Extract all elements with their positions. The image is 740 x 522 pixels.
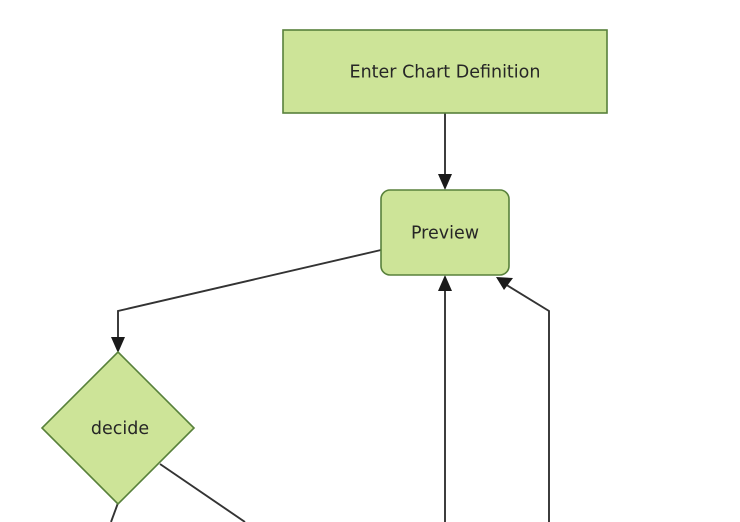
edge-line [504, 283, 550, 522]
node-decide[interactable]: decide [40, 350, 196, 506]
edge-line [110, 502, 119, 522]
arrowhead-icon [438, 275, 452, 291]
edge-into-preview-bottom-center[interactable] [438, 275, 452, 522]
node-label: Preview [411, 224, 479, 244]
arrowhead-icon [111, 337, 125, 353]
edge-line [117, 249, 382, 341]
node-label: decide [91, 419, 149, 439]
edge-decide-bottom-right[interactable] [159, 463, 246, 522]
node-diamond-shape [40, 350, 196, 506]
node-label: Enter Chart Definition [350, 63, 541, 83]
edge-into-preview-bottom-right[interactable] [496, 277, 550, 522]
edge-enter-to-preview[interactable] [438, 113, 452, 190]
arrowhead-icon [438, 174, 452, 190]
node-rounded-rectangle-shape [380, 189, 510, 276]
node-enter-chart-definition[interactable]: Enter Chart Definition [282, 29, 608, 114]
node-layer: Enter Chart Definition Preview decide [40, 29, 608, 506]
edge-preview-to-decide[interactable] [111, 249, 382, 353]
edge-decide-bottom-left[interactable] [110, 502, 119, 522]
arrowhead-icon [496, 277, 513, 290]
node-preview[interactable]: Preview [380, 189, 510, 276]
node-rectangle-shape [282, 29, 608, 114]
edge-line [159, 463, 246, 522]
edge-layer [110, 113, 550, 522]
